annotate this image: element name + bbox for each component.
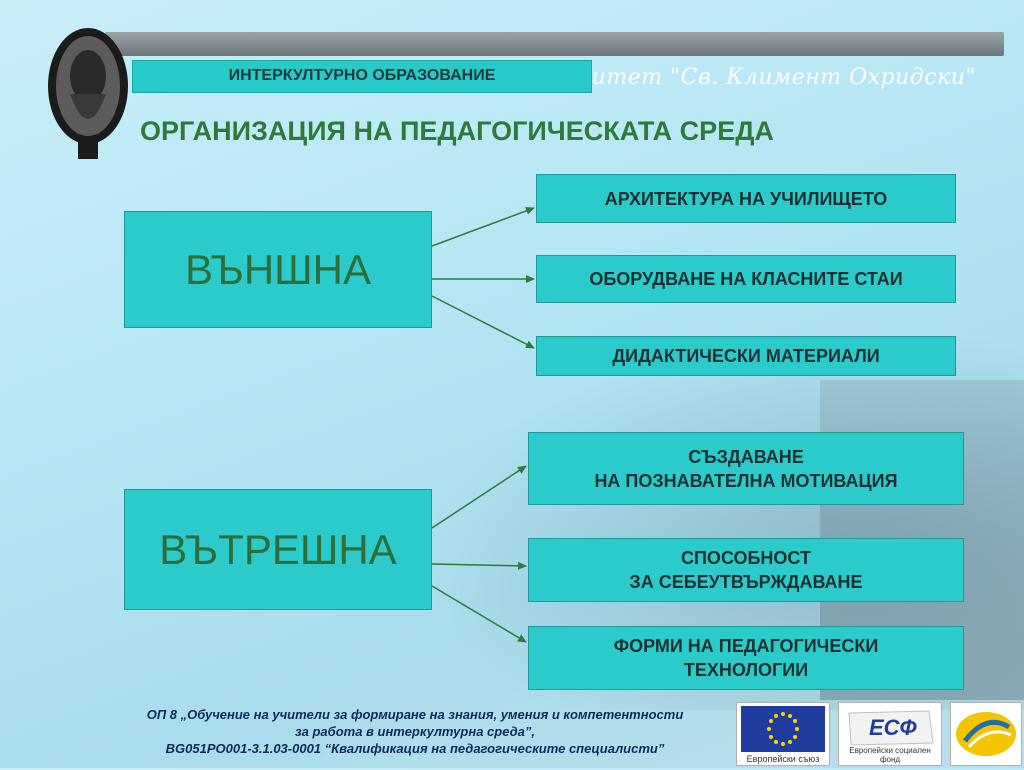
arrow-external-3 xyxy=(431,295,535,349)
external-item-label: АРХИТЕКТУРА НА УЧИЛИЩЕТО xyxy=(604,188,888,209)
internal-item-motivation: СЪЗДАВАНЕ НА ПОЗНАВАТЕЛНА МОТИВАЦИЯ xyxy=(528,432,964,505)
external-item-label: ДИДАКТИЧЕСКИ МАТЕРИАЛИ xyxy=(612,346,880,366)
internal-item-line1: ФОРМИ НА ПЕДАГОГИЧЕСКИ xyxy=(613,636,879,656)
arrow-internal-3 xyxy=(431,585,527,643)
arrow-internal-1 xyxy=(431,465,527,529)
internal-item-line1: СПОСОБНОСТ xyxy=(681,548,811,568)
internal-item-self-assertion: СПОСОБНОСТ ЗА СЕБЕУТВЪРЖДАВАНЕ xyxy=(528,538,964,602)
subtitle-bar: ИНТЕРКУЛТУРНО ОБРАЗОВАНИЕ xyxy=(132,60,592,93)
internal-item-line1: СЪЗДАВАНЕ xyxy=(688,446,804,467)
internal-item-line2: ЗА СЕБЕУТВЪРЖДАВАНЕ xyxy=(629,572,863,592)
page-title: ОРГАНИЗАЦИЯ НА ПЕДАГОГИЧЕСКАТА СРЕДА xyxy=(140,116,774,146)
internal-item-line2: ТЕХНОЛОГИИ xyxy=(683,660,809,680)
internal-item-technologies: ФОРМИ НА ПЕДАГОГИЧЕСКИ ТЕХНОЛОГИИ xyxy=(528,626,964,690)
external-item-label: ОБОРУДВАНЕ НА КЛАСНИТЕ СТАИ xyxy=(589,269,903,289)
external-category-label: ВЪНШНА xyxy=(184,245,372,293)
eu-flag-icon xyxy=(741,706,825,752)
eu-caption: Европейски съюз xyxy=(746,754,820,764)
eu-flag-logo: Европейски съюз xyxy=(736,702,830,766)
internal-category-box: ВЪТРЕШНА xyxy=(124,489,432,610)
external-item-materials: ДИДАКТИЧЕСКИ МАТЕРИАЛИ xyxy=(536,336,956,376)
external-item-architecture: АРХИТЕКТУРА НА УЧИЛИЩЕТО xyxy=(536,174,956,223)
ministry-logo xyxy=(950,702,1022,766)
subtitle: ИНТЕРКУЛТУРНО ОБРАЗОВАНИЕ xyxy=(228,67,496,84)
external-item-equipment: ОБОРУДВАНЕ НА КЛАСНИТЕ СТАИ xyxy=(536,255,956,303)
arrow-external-1 xyxy=(431,207,535,247)
esf-label: ЕСФ xyxy=(869,715,917,740)
footer-line: ОП 8 „Обучение на учители за формиране н… xyxy=(146,707,684,722)
esf-logo: ЕСФ Европейски социален фонд xyxy=(838,702,942,766)
external-category-box: ВЪНШНА xyxy=(124,211,432,328)
footer-project-text: ОП 8 „Обучение на учители за формиране н… xyxy=(95,706,735,757)
internal-item-line2: НА ПОЗНАВАТЕЛНА МОТИВАЦИЯ xyxy=(594,470,898,491)
footer-line: BG051PO001-3.1.03-0001 “Квалификация на … xyxy=(165,741,665,756)
footer-line: за работа в интеркултурна среда”, xyxy=(295,724,535,739)
arrow-internal-2 xyxy=(431,561,527,570)
esf-caption: Европейски социален фонд xyxy=(849,746,931,764)
university-logo xyxy=(40,24,136,164)
internal-category-label: ВЪТРЕШНА xyxy=(159,525,397,573)
